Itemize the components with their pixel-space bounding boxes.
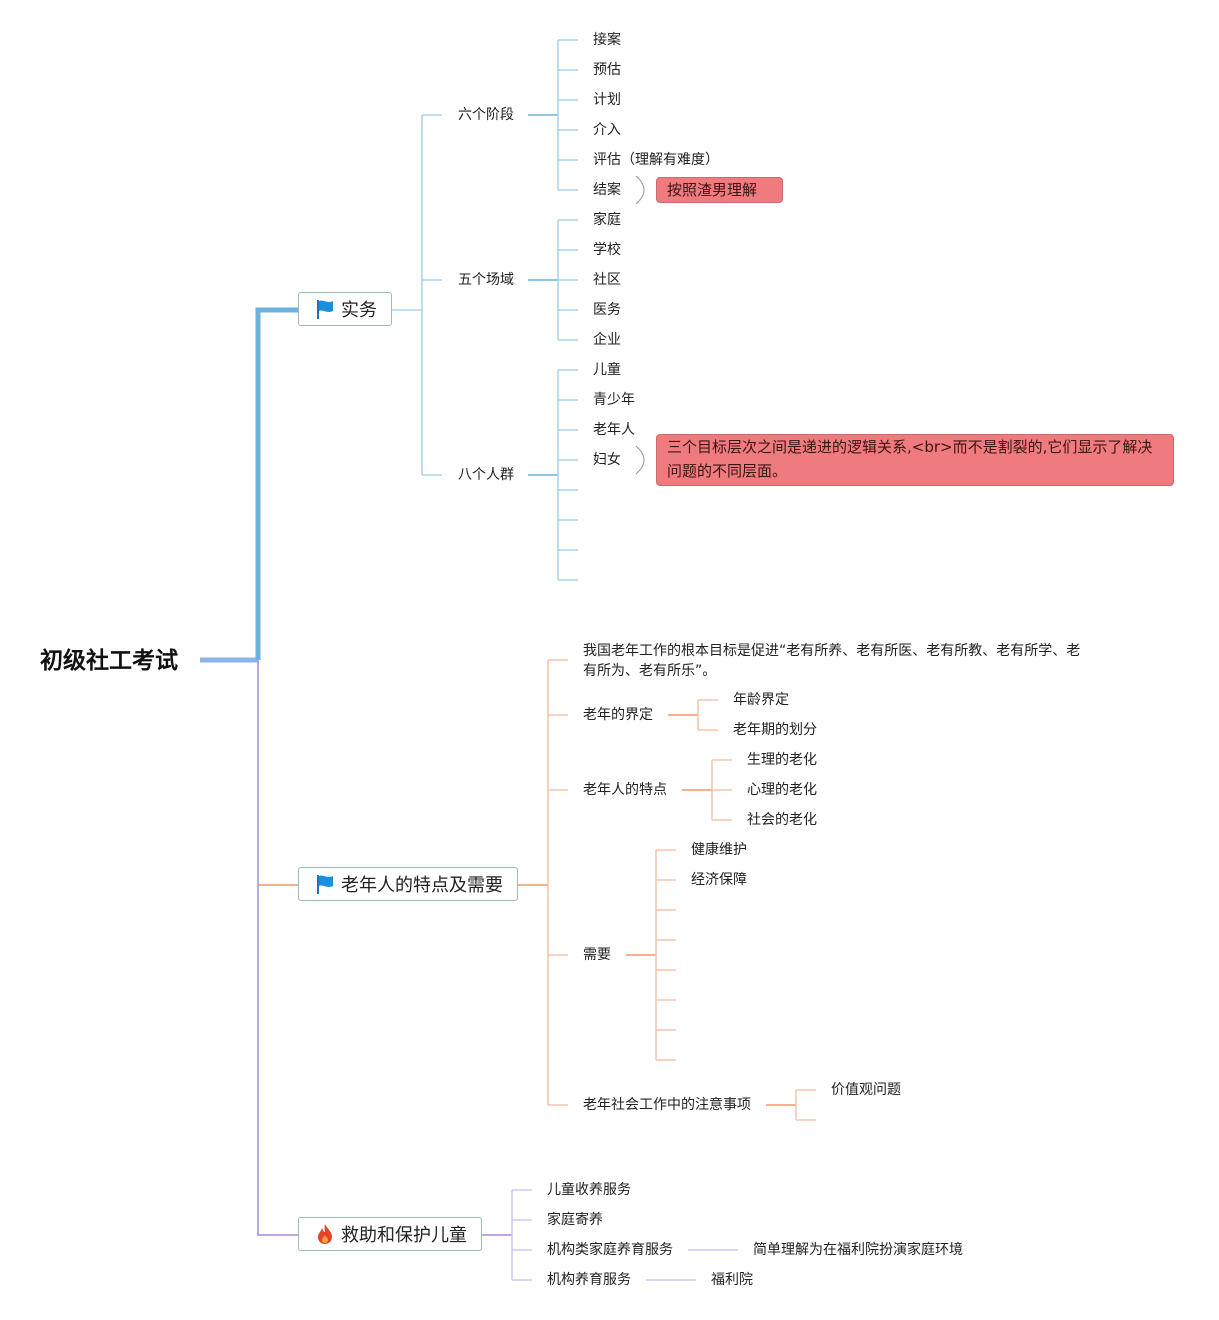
node-elderly-needs[interactable]: 需要	[583, 947, 611, 963]
node-elderly-definition[interactable]: 老年的界定	[583, 707, 653, 723]
need-item[interactable]: 健康维护	[691, 842, 747, 858]
caution-item[interactable]: 价值观问题	[831, 1082, 901, 1098]
group-item[interactable]: 儿童	[593, 362, 621, 378]
stage-item[interactable]: 评估（理解有难度）	[593, 152, 719, 168]
group-item[interactable]: 老年人	[593, 422, 635, 438]
feature-item[interactable]: 社会的老化	[747, 812, 817, 828]
topic-children-label: 救助和保护儿童	[341, 1225, 467, 1246]
topic-practice-label: 实务	[341, 300, 377, 321]
node-five-fields[interactable]: 五个场域	[458, 272, 514, 288]
field-item[interactable]: 学校	[593, 242, 621, 258]
stage-item[interactable]: 预估	[593, 62, 621, 78]
fire-icon	[318, 1224, 332, 1244]
field-item[interactable]: 社区	[593, 272, 621, 288]
field-item[interactable]: 医务	[593, 302, 621, 318]
children-item[interactable]: 机构类家庭养育服务	[547, 1242, 673, 1258]
node-elderly-goal[interactable]: 我国老年工作的根本目标是促进“老有所养、老有所医、老有所教、老有所学、老有所为、…	[583, 643, 1081, 679]
note-callout[interactable]: 三个目标层次之间是递进的逻辑关系,<br>而不是割裂的,它们显示了解决问题的不同…	[656, 434, 1174, 486]
stage-item[interactable]: 接案	[593, 32, 621, 48]
field-item[interactable]: 企业	[593, 332, 621, 348]
field-item[interactable]: 家庭	[593, 212, 621, 228]
topic-elderly-label: 老年人的特点及需要	[341, 875, 503, 896]
topic-children[interactable]: 救助和保护儿童	[298, 1217, 482, 1251]
stage-item[interactable]: 计划	[593, 92, 621, 108]
flag-icon	[317, 875, 333, 894]
definition-item[interactable]: 老年期的划分	[733, 722, 817, 738]
stage-item[interactable]: 介入	[593, 122, 621, 138]
children-item[interactable]: 儿童收养服务	[547, 1182, 631, 1198]
children-subitem[interactable]: 简单理解为在福利院扮演家庭环境	[753, 1242, 963, 1258]
root-topic[interactable]: 初级社工考试	[40, 648, 178, 674]
node-elderly-features[interactable]: 老年人的特点	[583, 782, 667, 798]
children-subitem[interactable]: 福利院	[711, 1272, 753, 1288]
topic-practice[interactable]: 实务	[298, 292, 392, 326]
need-item[interactable]: 经济保障	[691, 872, 747, 888]
node-eight-groups[interactable]: 八个人群	[458, 467, 514, 483]
topic-elderly[interactable]: 老年人的特点及需要	[298, 867, 518, 901]
group-item[interactable]: 青少年	[593, 392, 635, 408]
feature-item[interactable]: 生理的老化	[747, 752, 817, 768]
note-callout[interactable]: 按照渣男理解	[656, 177, 783, 203]
definition-item[interactable]: 年龄界定	[733, 692, 789, 708]
children-item[interactable]: 家庭寄养	[547, 1212, 603, 1228]
node-six-stages[interactable]: 六个阶段	[458, 107, 514, 123]
children-item[interactable]: 机构养育服务	[547, 1272, 631, 1288]
group-item[interactable]: 妇女	[593, 452, 621, 468]
stage-item[interactable]: 结案	[593, 182, 621, 198]
node-elderly-cautions[interactable]: 老年社会工作中的注意事项	[583, 1097, 751, 1113]
flag-icon	[317, 300, 333, 319]
feature-item[interactable]: 心理的老化	[747, 782, 817, 798]
